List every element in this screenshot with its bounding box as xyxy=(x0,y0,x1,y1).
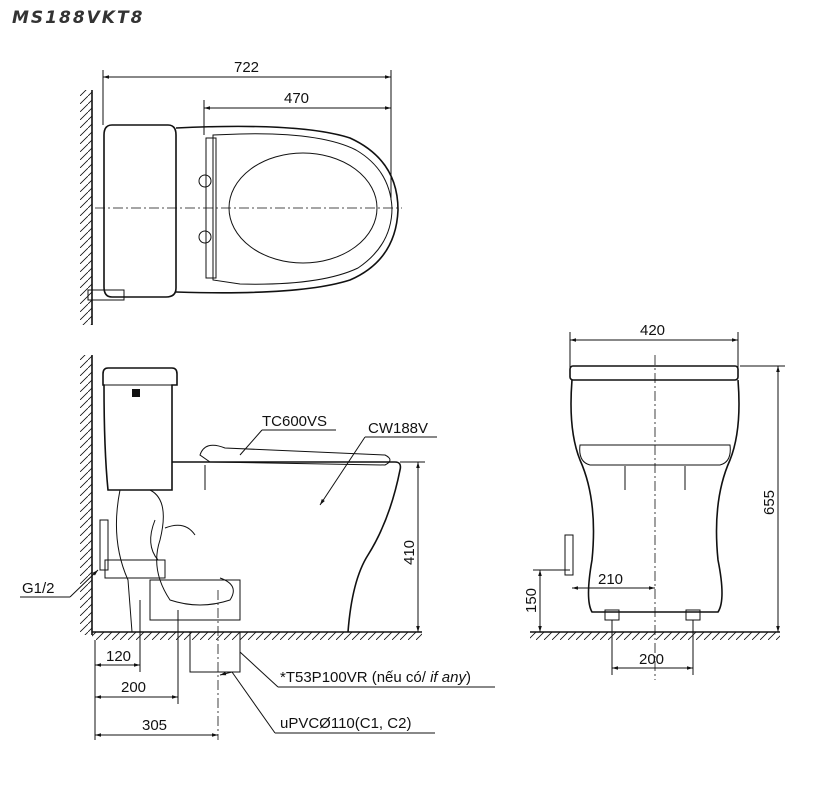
front-seat xyxy=(579,444,731,466)
side-view: TC600VS CW188V G1/2 410 120 200 305 *T53… xyxy=(20,355,495,740)
side-tank xyxy=(102,367,178,491)
dim-305: 305 xyxy=(142,717,167,734)
seat-outline xyxy=(212,133,393,285)
dim-200-side: 200 xyxy=(121,679,146,696)
label-cw188v: CW188V xyxy=(368,420,428,437)
label-tc600vs: TC600VS xyxy=(262,413,327,430)
side-bowl xyxy=(172,461,402,633)
dim-200-front: 200 xyxy=(639,651,664,668)
label-pipe: uPVCØ110(C1, C2) xyxy=(280,715,411,732)
top-view: 722 470 xyxy=(80,59,402,325)
tank-outline xyxy=(103,124,177,298)
bowl-outline xyxy=(175,125,399,294)
front-view: 420 655 150 210 200 xyxy=(523,322,785,680)
dim-150: 150 xyxy=(523,588,540,613)
label-g12: G1/2 xyxy=(22,580,55,597)
dim-120: 120 xyxy=(106,648,131,665)
front-tank-lid xyxy=(569,365,739,381)
dim-410: 410 xyxy=(401,540,418,565)
label-flange: *T53P100VR (nếu có/ if any) xyxy=(280,669,471,686)
dim-722: 722 xyxy=(234,59,259,76)
dim-420: 420 xyxy=(640,322,665,339)
wall-hatch xyxy=(80,90,92,325)
dim-655: 655 xyxy=(761,490,778,515)
model-title: MS188VKT8 xyxy=(12,8,144,28)
dim-470: 470 xyxy=(284,90,309,107)
side-seat xyxy=(199,444,391,466)
dim-210: 210 xyxy=(598,571,623,588)
